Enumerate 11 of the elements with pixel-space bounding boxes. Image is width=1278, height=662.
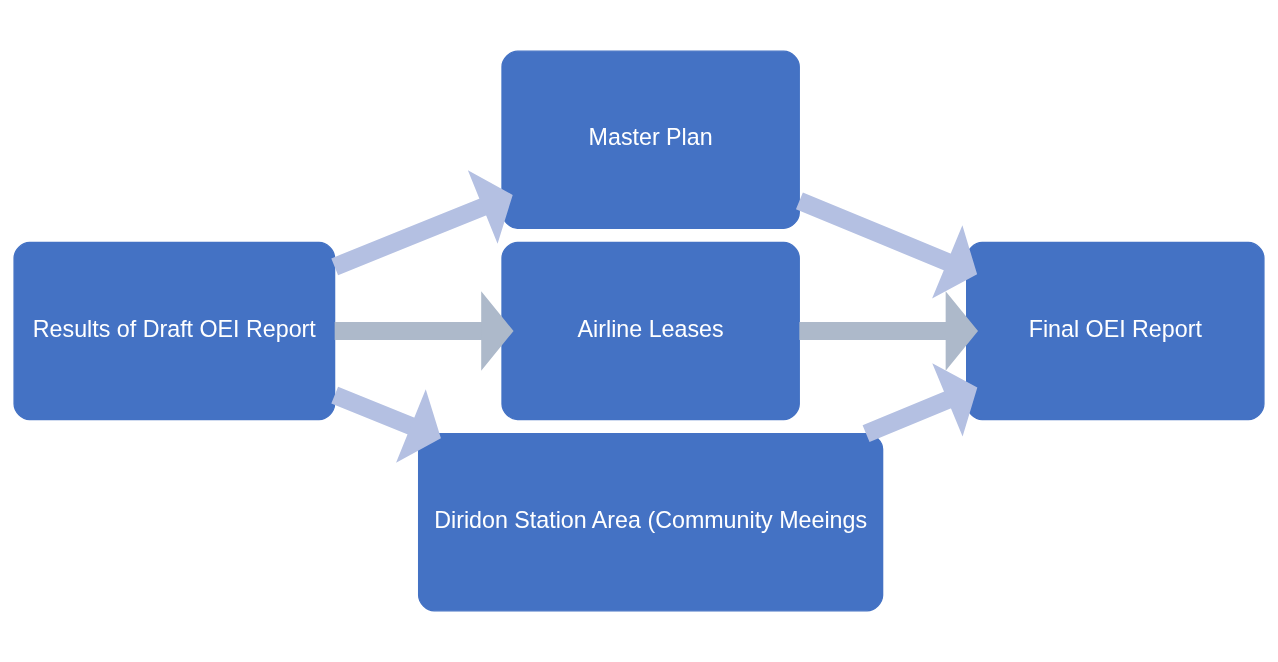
node-box: Airline Leases [501, 241, 800, 421]
node-box: Diridon Station Area (Community Meeings [418, 433, 884, 612]
arrow [334, 291, 514, 371]
arrow [331, 170, 513, 276]
node-box: Master Plan [501, 50, 800, 229]
arrow [862, 363, 978, 442]
arrow [795, 192, 978, 299]
arrow [331, 386, 441, 463]
node-box: Final OEI Report [966, 241, 1265, 421]
node-box: Results of Draft OEI Report [13, 241, 336, 421]
arrow [799, 291, 979, 371]
